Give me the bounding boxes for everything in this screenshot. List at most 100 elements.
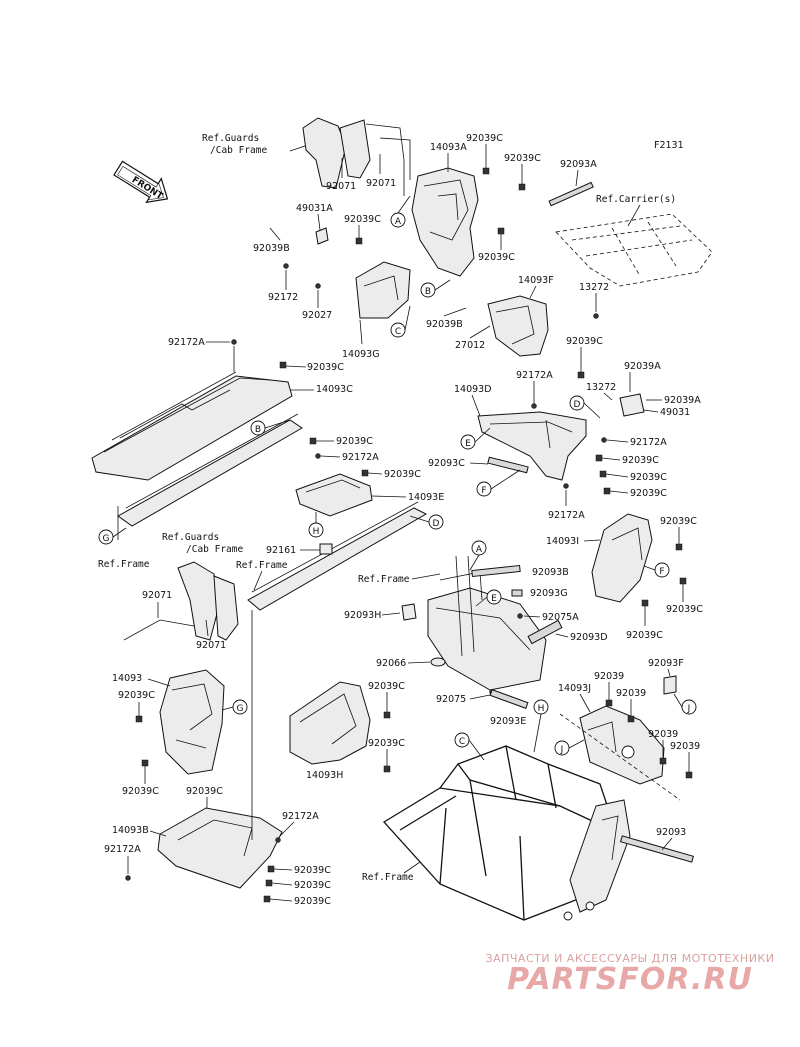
svg-text:C: C — [459, 737, 465, 747]
label-14093f: 14093F — [518, 275, 554, 286]
svg-text:J: J — [560, 745, 564, 755]
ref-frame-2: Ref.Frame — [358, 574, 410, 585]
svg-text:J: J — [687, 704, 691, 714]
bracket-14093j — [579, 705, 665, 785]
label-14093d: 14093D — [454, 384, 492, 395]
callout-j-1: J — [554, 740, 570, 756]
label-92075: 92075 — [436, 694, 466, 705]
svg-text:E: E — [491, 594, 497, 604]
ref-cab-frame-1: /Cab Frame — [210, 145, 267, 156]
svg-text:B: B — [255, 425, 261, 435]
label-92027: 92027 — [302, 310, 332, 321]
bracket-14093e — [295, 473, 373, 517]
label-92039b-2: 92039B — [426, 319, 463, 330]
label-92093a: 92093A — [560, 159, 597, 170]
label-14093b: 14093B — [112, 825, 149, 836]
label-14093a: 14093A — [430, 142, 467, 153]
label-92039c-21: 92039C — [294, 880, 331, 891]
callout-e-1: E — [460, 434, 476, 450]
callout-g-2: G — [232, 699, 248, 715]
callout-d-1: D — [569, 395, 585, 411]
label-92039c-13: 92039C — [666, 604, 703, 615]
label-92039c-1: 92039C — [466, 133, 503, 144]
label-92039c-10: 92039C — [336, 436, 373, 447]
label-92039c-5: 92039C — [566, 336, 603, 347]
callout-c-2: C — [454, 732, 470, 748]
label-92039c-3: 92039C — [478, 252, 515, 263]
label-92093: 92093 — [656, 827, 686, 838]
label-92039c-7: 92039C — [630, 472, 667, 483]
label-92093b: 92093B — [532, 567, 569, 578]
label-92039-2: 92039 — [616, 688, 646, 699]
ref-frame-1: Ref.Frame — [98, 559, 150, 570]
duct-14093 — [159, 669, 225, 775]
label-14093e: 14093E — [408, 492, 444, 503]
label-92039c-2: 92039C — [504, 153, 541, 164]
label-92172a-2: 92172A — [630, 437, 667, 448]
label-92172a-1: 92172A — [516, 370, 553, 381]
svg-text:F: F — [481, 486, 486, 496]
label-92071-a: 92071 — [326, 181, 356, 192]
svg-text:C: C — [395, 327, 401, 337]
label-92093f: 92093F — [648, 658, 684, 669]
diagram-code: F2131 — [654, 140, 684, 151]
label-92093h: 92093H — [344, 610, 381, 621]
svg-text:D: D — [433, 519, 440, 529]
duct-14093f — [487, 295, 549, 357]
label-92039c-6: 92039C — [622, 455, 659, 466]
label-92172a-7: 92172A — [282, 811, 319, 822]
label-92093e: 92093E — [490, 716, 526, 727]
label-92039c-8: 92039C — [630, 488, 667, 499]
watermark-logo: PARTSFOR.RU — [507, 962, 753, 997]
label-92172-1: 92172 — [268, 292, 298, 303]
callout-c-1: C — [390, 322, 406, 338]
label-13272-2: 13272 — [586, 382, 616, 393]
svg-text:A: A — [476, 545, 483, 555]
label-92039c-14: 92039C — [626, 630, 663, 641]
callout-a-2: A — [471, 540, 487, 556]
floor-panel-14093b — [157, 807, 283, 889]
label-92066: 92066 — [376, 658, 406, 669]
frame-crossbar-left — [117, 413, 303, 540]
svg-text:E: E — [465, 439, 471, 449]
center-frame-assembly — [427, 555, 547, 691]
label-14093i: 14093I — [546, 536, 579, 547]
label-92075a: 92075A — [542, 612, 579, 623]
callout-g-1: G — [98, 529, 114, 545]
svg-text:F: F — [659, 567, 664, 577]
label-49031: 49031 — [660, 407, 690, 418]
callout-f-2: F — [654, 562, 670, 578]
label-14093h: 14093H — [306, 770, 343, 781]
label-92071-d: 92071 — [196, 640, 226, 651]
label-49031a: 49031A — [296, 203, 333, 214]
callout-a-1: A — [390, 212, 406, 228]
label-92039b-1: 92039B — [253, 243, 290, 254]
label-14093: 14093 — [112, 673, 142, 684]
panel-14093i — [591, 513, 653, 603]
callout-d-2: D — [428, 514, 444, 530]
ref-carrier: Ref.Carrier(s) — [596, 194, 676, 205]
label-14093j: 14093J — [558, 683, 591, 694]
label-92039-3: 92039 — [648, 729, 678, 740]
label-92172a-3: 92172A — [548, 510, 585, 521]
label-92039c-15: 92039C — [118, 690, 155, 701]
frame-crossbar-mid — [247, 501, 428, 611]
label-92039c-4: 92039C — [344, 214, 381, 225]
label-92039a-2: 92039A — [664, 395, 701, 406]
label-92093c-1: 92093C — [428, 458, 465, 469]
label-92039c-9: 92039C — [307, 362, 344, 373]
label-92161: 92161 — [266, 545, 296, 556]
duct-14093a — [411, 167, 479, 277]
cab-frame-bracket-left — [177, 561, 239, 641]
label-27012: 27012 — [455, 340, 485, 351]
watermark: ЗАПЧАСТИ И АКСЕССУАРЫ ДЛЯ МОТОТЕХНИКИ PA… — [470, 952, 790, 995]
ref-frame-3: Ref.Frame — [236, 560, 288, 571]
callout-b-2: B — [250, 420, 266, 436]
label-92039a-1: 92039A — [624, 361, 661, 372]
panel-14093h — [289, 681, 371, 765]
label-92039c-12: 92039C — [660, 516, 697, 527]
main-frame — [382, 745, 631, 921]
label-92039c-11: 92039C — [384, 469, 421, 480]
ref-cab-frame-2: /Cab Frame — [186, 544, 243, 555]
